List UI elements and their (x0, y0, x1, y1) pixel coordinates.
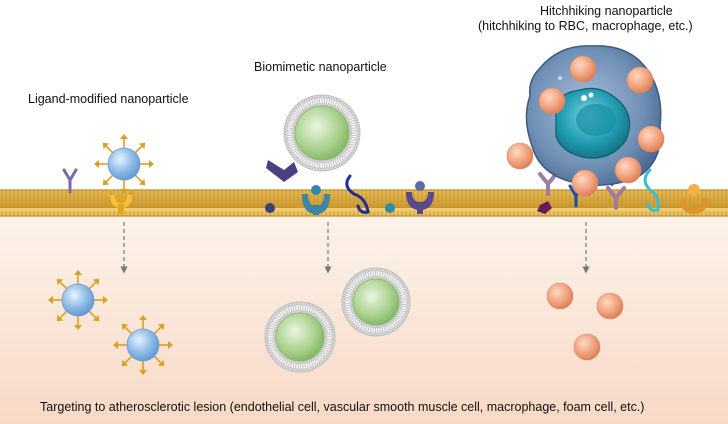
biomimetic-nanoparticle (341, 267, 411, 337)
cup-receptor-icon (302, 194, 330, 215)
hitchhiking-np-subtitle: (hitchhiking to RBC, macrophage, etc.) (478, 19, 693, 33)
hook-receptor-icon (643, 168, 660, 212)
cup-receptor-icon (680, 184, 708, 214)
hook-receptor-icon (345, 174, 370, 214)
hitchhiker-nanoparticle (506, 55, 665, 197)
small-ligand-icon (265, 181, 425, 213)
biomimetic-nanoparticle (264, 301, 336, 373)
y-receptor-icon (606, 186, 626, 210)
ligand-np-label: Ligand-modified nanoparticle (28, 92, 189, 106)
biomimetic-nanoparticle (283, 94, 361, 172)
hitchhiker-nanoparticle (546, 282, 624, 361)
cuff-receptor-icon (266, 160, 298, 182)
y-receptor-icon (62, 168, 78, 194)
cup-receptor-icon (406, 192, 434, 214)
cup-receptor-icon (108, 190, 134, 214)
ligand-nanoparticle (94, 134, 154, 194)
ligand-nanoparticle (48, 270, 108, 330)
biomimetic-np-label: Biomimetic nanoparticle (254, 60, 387, 74)
ligand-nanoparticle (113, 315, 173, 375)
targeting-caption: Targeting to atherosclerotic lesion (end… (40, 400, 645, 414)
hitchhiking-np-title: Hitchhiking nanoparticle (540, 4, 673, 18)
